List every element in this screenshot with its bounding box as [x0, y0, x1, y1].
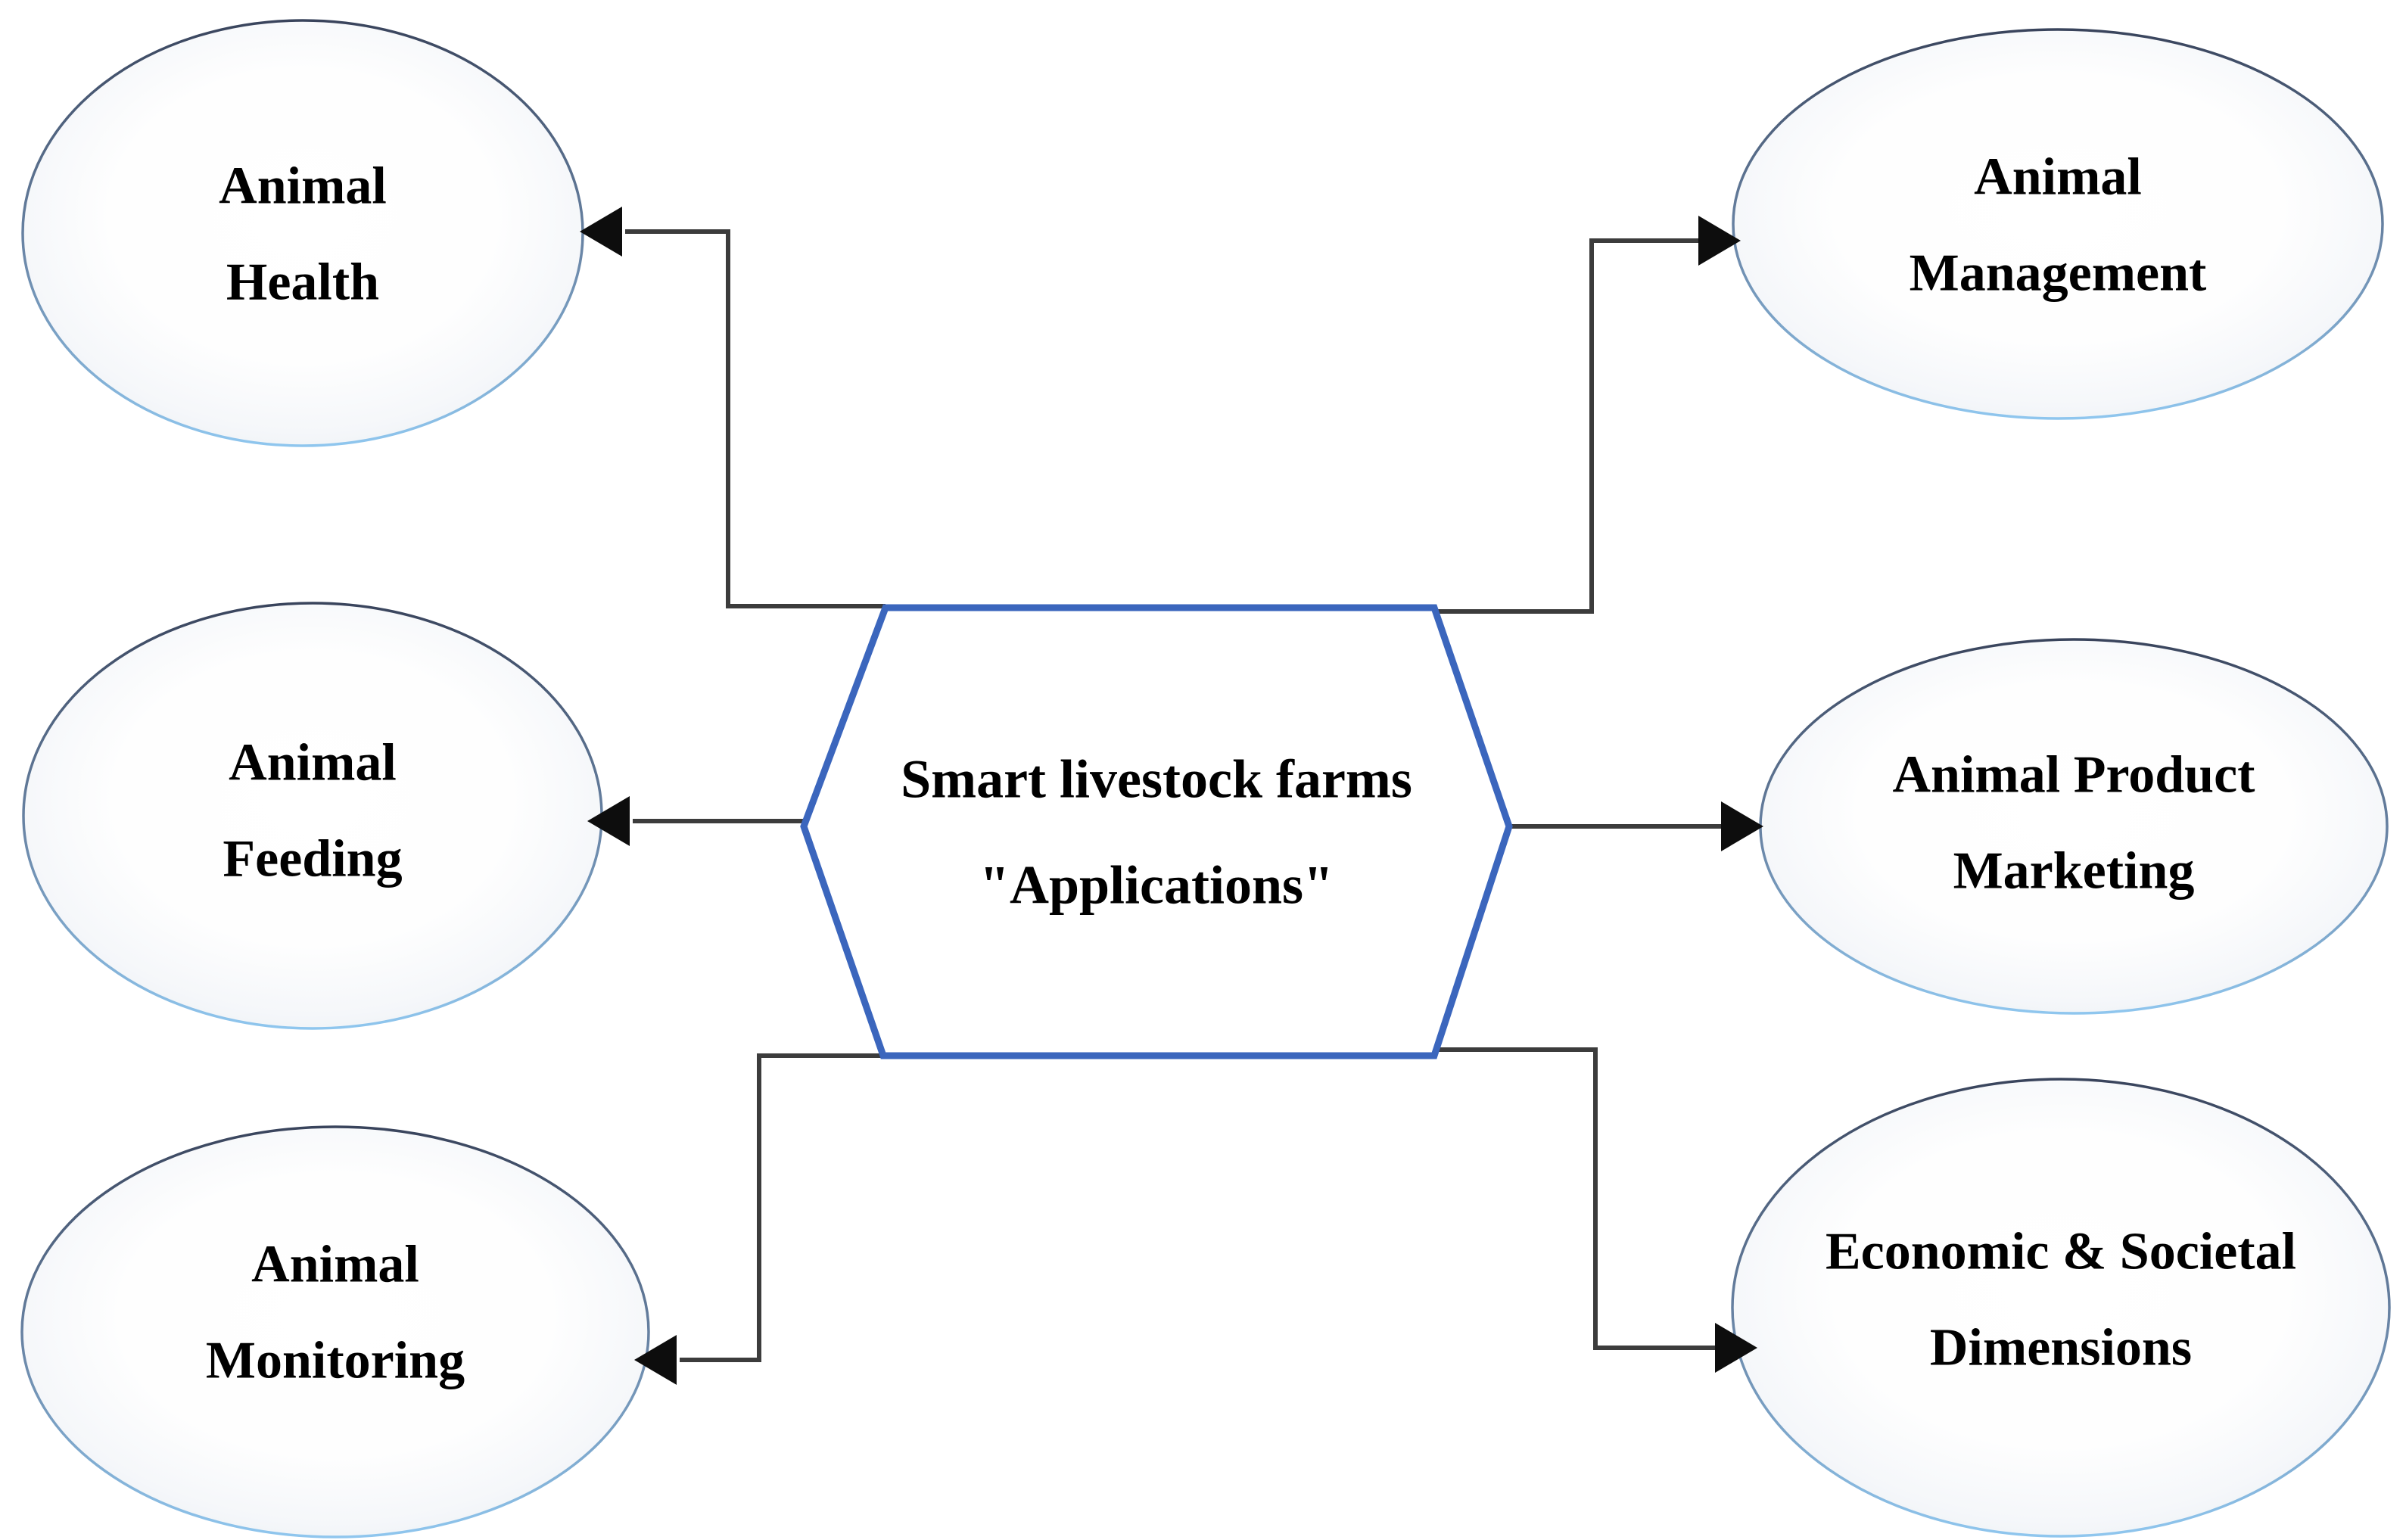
label-animal-health: Animal Health [219, 138, 387, 331]
label-economic-societal-dimensions: Economic & Societal Dimensions [1826, 1204, 2296, 1397]
arrowhead-animal-monitoring [634, 1335, 677, 1385]
label-line: Feeding [223, 830, 403, 888]
label-line: Animal [219, 157, 387, 216]
hexagon-center-node [800, 604, 1513, 1059]
label-line: Animal [251, 1235, 419, 1294]
arrowhead-economic-societal-dimensions [1715, 1323, 1757, 1373]
label-line: Animal [229, 733, 397, 792]
arrowhead-animal-feeding [587, 796, 630, 846]
label-animal-monitoring: Animal Monitoring [206, 1217, 465, 1410]
label-line: Dimensions [1929, 1319, 2193, 1377]
label-line: Economic & Societal [1825, 1222, 2297, 1281]
connector-animal-health [625, 229, 886, 608]
label-animal-management: Animal Management [1910, 129, 2207, 322]
node-ellipse-animal-management [1732, 28, 2384, 420]
label-line: Smart livestock farms [901, 748, 1412, 810]
arrowhead-animal-management [1698, 216, 1741, 266]
connector-animal-management [1434, 238, 1701, 614]
node-ellipse-economic-societal-dimensions [1731, 1078, 2391, 1538]
label-line: "Applications" [979, 855, 1334, 916]
arrowhead-animal-health [580, 207, 622, 257]
label-line: Marketing [1953, 842, 2195, 901]
label-animal-feeding: Animal Feeding [223, 715, 402, 908]
label-center-node: Smart livestock farms "Applications" [901, 726, 1412, 939]
connector-economic-societal-dimensions [1435, 1047, 1718, 1350]
label-line: Monitoring [205, 1332, 465, 1390]
label-animal-product-marketing: Animal Product Marketing [1893, 727, 2255, 920]
connector-animal-monitoring [680, 1053, 883, 1362]
label-line: Health [226, 254, 380, 312]
label-line: Animal Product [1892, 745, 2255, 804]
label-line: Animal [1974, 148, 2142, 207]
arrowhead-animal-product-marketing [1721, 801, 1763, 851]
label-line: Management [1909, 244, 2207, 303]
node-ellipse-animal-monitoring [20, 1125, 650, 1538]
